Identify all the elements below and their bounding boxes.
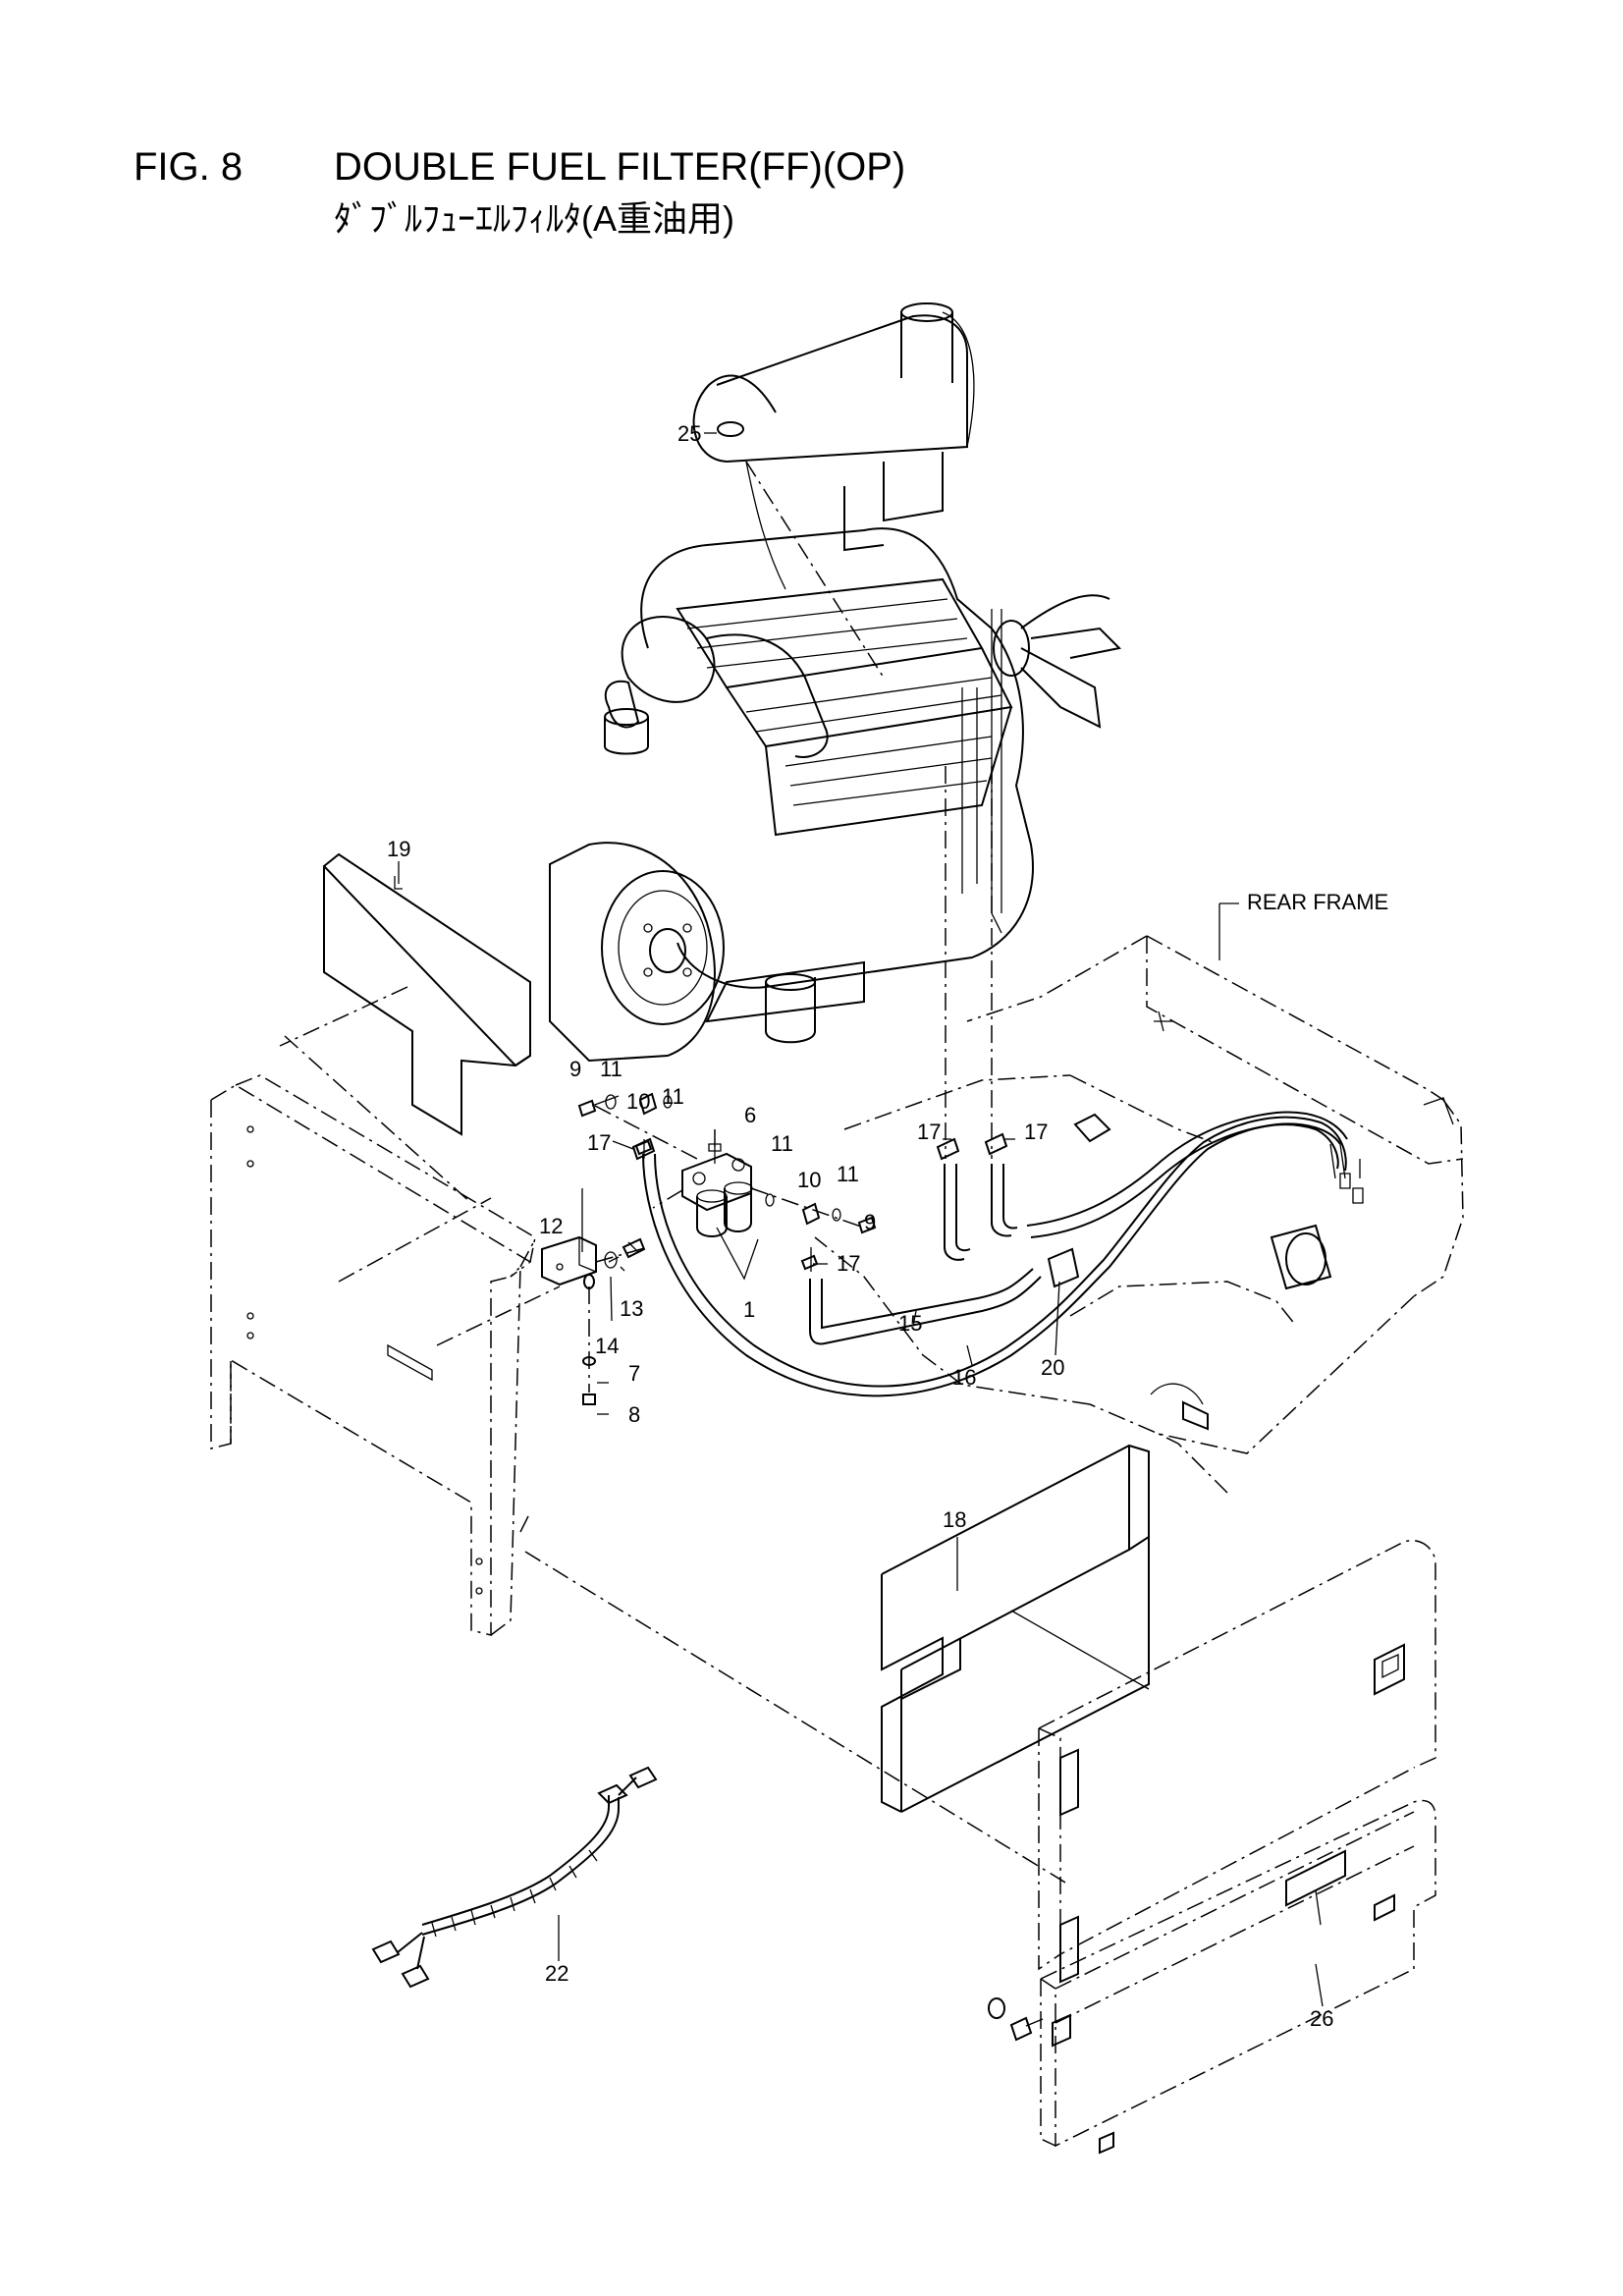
callout-1: 1 xyxy=(743,1297,755,1322)
rear-frame xyxy=(814,902,1464,1494)
muffler xyxy=(692,302,975,590)
callout-17-mid: 17 xyxy=(837,1251,860,1276)
callout-9-right: 9 xyxy=(864,1210,876,1234)
callout-11-right-1: 11 xyxy=(771,1131,793,1156)
callout-19: 19 xyxy=(387,837,410,861)
rear-frame-label: REAR FRAME xyxy=(1247,890,1388,914)
callout-13: 13 xyxy=(620,1296,643,1321)
insulation-pad-19 xyxy=(322,852,531,1136)
callout-8: 8 xyxy=(628,1402,640,1427)
figure-subtitle: ﾀﾞﾌﾞﾙﾌｭｰｴﾙﾌｨﾙﾀ(A重油用) xyxy=(334,198,734,239)
callout-10-right: 10 xyxy=(797,1168,821,1192)
callout-numbers: 25 19 REAR FRAME 9 11 10 11 6 17 12 11 1… xyxy=(387,421,1388,2031)
callout-11-left-2: 11 xyxy=(662,1084,684,1109)
callout-7: 7 xyxy=(628,1361,640,1386)
figure-title: DOUBLE FUEL FILTER(FF)(OP) xyxy=(334,145,906,189)
callout-17-frame-left: 17 xyxy=(917,1120,941,1144)
callout-9-left: 9 xyxy=(569,1057,581,1081)
callout-leaders xyxy=(394,432,1324,2007)
callout-22: 22 xyxy=(545,1961,568,1986)
callout-16: 16 xyxy=(952,1365,976,1390)
callout-15: 15 xyxy=(898,1311,922,1336)
figure-number: FIG. 8 xyxy=(134,145,243,189)
callout-11-left-1: 11 xyxy=(600,1057,622,1081)
wire-harness-22 xyxy=(371,1766,658,1989)
callout-10-left: 10 xyxy=(626,1089,650,1114)
callout-25: 25 xyxy=(677,421,701,446)
double-fuel-filter xyxy=(652,1129,759,1281)
insulation-pad-18 xyxy=(881,1444,1150,1813)
right-door-panel xyxy=(988,1540,1436,2155)
engine-assembly xyxy=(549,302,1122,1063)
callout-17-frame-right: 17 xyxy=(1024,1120,1048,1144)
engine-block xyxy=(549,527,1122,1063)
callout-6: 6 xyxy=(744,1103,756,1127)
callout-26: 26 xyxy=(1310,2006,1333,2031)
callout-12: 12 xyxy=(539,1214,563,1238)
label-plate-25 xyxy=(717,421,744,437)
callout-14: 14 xyxy=(595,1334,619,1358)
left-side-panel xyxy=(210,986,1071,1886)
callout-11-right-2: 11 xyxy=(837,1162,859,1186)
callout-18: 18 xyxy=(943,1507,966,1532)
callout-17-left: 17 xyxy=(587,1130,611,1155)
filter-bracket xyxy=(541,1235,649,1286)
callout-20: 20 xyxy=(1041,1355,1064,1380)
fuel-hoses xyxy=(631,766,1364,1397)
